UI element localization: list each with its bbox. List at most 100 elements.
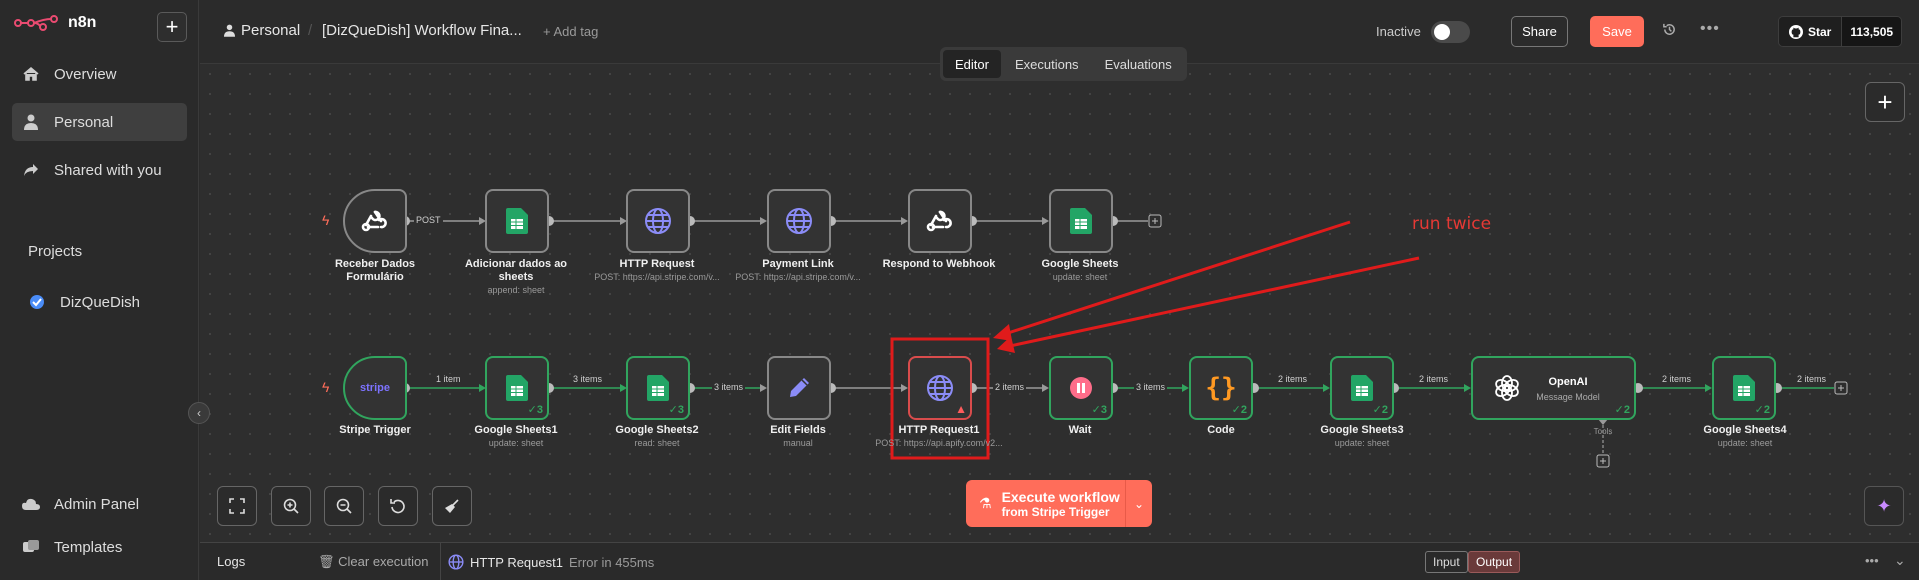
zoom-in-button[interactable] xyxy=(271,486,311,526)
node-google-sheets2[interactable]: ✓3 xyxy=(626,356,690,420)
collapse-sidebar-button[interactable]: ‹ xyxy=(188,402,210,424)
chevron-down-icon[interactable]: ⌄ xyxy=(1133,496,1145,511)
node-label: Google Sheets xyxy=(1041,258,1119,270)
node-code[interactable]: {} ✓2 xyxy=(1189,356,1253,420)
zoom-in-icon xyxy=(283,498,299,514)
success-check-icon: ✓2 xyxy=(1754,404,1770,416)
node-subtitle: POST: https://api.stripe.com/v... xyxy=(735,272,861,282)
node-receber-dados[interactable] xyxy=(343,189,407,253)
node-http-request[interactable] xyxy=(626,189,690,253)
sidebar-item-label: Shared with you xyxy=(54,161,162,179)
broom-icon xyxy=(445,499,459,513)
reset-zoom-button[interactable] xyxy=(378,486,418,526)
output-tab[interactable]: Output xyxy=(1468,551,1521,573)
n8n-logo-icon xyxy=(14,15,58,31)
clear-execution-button[interactable]: 🗑 Clear execution xyxy=(318,554,428,570)
edge-label: 2 items xyxy=(993,382,1027,392)
node-edit-fields[interactable] xyxy=(767,356,831,420)
tab-evaluations[interactable]: Evaluations xyxy=(1104,56,1172,72)
success-check-icon: ✓3 xyxy=(668,404,684,416)
node-label: Google Sheets3 xyxy=(1320,424,1404,436)
node-label: HTTP Request xyxy=(619,258,695,270)
warning-icon: ▲ xyxy=(955,402,967,416)
sidebar-item-admin-panel[interactable]: Admin Panel xyxy=(12,485,187,523)
node-label: Payment Link xyxy=(762,258,834,270)
project-item-dizquedish[interactable]: DizQueDish xyxy=(18,283,193,321)
google-sheets-icon xyxy=(1070,208,1092,234)
sidebar: n8n + Overview Personal Shared with you … xyxy=(0,0,199,580)
node-respond-to-webhook[interactable] xyxy=(908,189,972,253)
sidebar-item-label: Admin Panel xyxy=(54,495,140,513)
node-subtitle: Message Model xyxy=(1536,392,1600,402)
node-http-request1[interactable]: ▲ xyxy=(908,356,972,420)
tab-editor[interactable]: Editor xyxy=(943,50,1001,78)
execute-sublabel: from Stripe Trigger xyxy=(1001,504,1110,519)
node-google-sheets[interactable] xyxy=(1049,189,1113,253)
github-star-count: 113,505 xyxy=(1841,17,1902,46)
zoom-out-button[interactable] xyxy=(324,486,364,526)
more-options-icon[interactable]: ••• xyxy=(1700,20,1720,37)
node-payment-link[interactable] xyxy=(767,189,831,253)
node-subtitle: manual xyxy=(783,438,813,448)
google-sheets-icon xyxy=(1733,375,1755,401)
add-node-button[interactable]: + xyxy=(1865,82,1905,122)
breadcrumb-owner[interactable]: Personal xyxy=(224,22,300,39)
save-button[interactable]: Save xyxy=(1590,16,1644,47)
active-toggle[interactable] xyxy=(1431,21,1470,43)
tidy-up-button[interactable] xyxy=(432,486,472,526)
node-google-sheets3[interactable]: ✓2 xyxy=(1330,356,1394,420)
logs-title[interactable]: Logs xyxy=(217,554,246,569)
node-adicionar-dados[interactable] xyxy=(485,189,549,253)
webhook-icon xyxy=(926,210,952,232)
log-status: Error in 455ms xyxy=(568,554,655,570)
node-subtitle: update: sheet xyxy=(488,438,544,448)
n8n-logo[interactable]: n8n xyxy=(14,14,96,32)
node-label: Wait xyxy=(1068,424,1092,436)
logs-more-icon[interactable]: ••• xyxy=(1865,553,1879,568)
workflow-name[interactable]: [DizQueDish] Workflow Fina... xyxy=(322,22,522,39)
home-icon xyxy=(22,65,40,83)
share-button[interactable]: Share xyxy=(1511,16,1568,47)
node-subtitle: POST: https://api.stripe.com/v... xyxy=(594,272,720,282)
sidebar-item-personal[interactable]: Personal xyxy=(12,103,187,141)
node-wait[interactable]: ✓3 xyxy=(1049,356,1113,420)
globe-icon xyxy=(927,375,953,401)
workflow-canvas[interactable] xyxy=(200,64,1919,542)
history-icon[interactable] xyxy=(1662,22,1677,41)
add-tag-link[interactable]: + Add tag xyxy=(543,24,599,39)
stripe-icon: stripe xyxy=(360,382,390,394)
fit-view-button[interactable] xyxy=(217,486,257,526)
node-openai[interactable]: OpenAI Message Model ✓2 xyxy=(1471,356,1636,420)
trigger-bolt-icon: ϟ xyxy=(322,379,330,395)
sidebar-item-overview[interactable]: Overview xyxy=(12,55,187,93)
chevron-down-icon[interactable]: ⌄ xyxy=(1894,552,1906,568)
node-label: Google Sheets2 xyxy=(615,424,699,436)
sidebar-item-templates[interactable]: Templates xyxy=(12,528,187,566)
node-subtitle: POST: https://api.apify.com/v2... xyxy=(875,438,1003,448)
github-star-button[interactable]: Star 113,505 xyxy=(1778,16,1903,47)
node-subtitle: append: sheet xyxy=(487,285,545,295)
node-google-sheets4[interactable]: ✓2 xyxy=(1712,356,1776,420)
node-subtitle: update: sheet xyxy=(1334,438,1390,448)
node-google-sheets1[interactable]: ✓3 xyxy=(485,356,549,420)
execute-workflow-button[interactable]: ⚗ Execute workflow from Stripe Trigger ⌄ xyxy=(966,480,1152,527)
app-name: n8n xyxy=(68,14,97,31)
ai-assistant-button[interactable]: ✦ xyxy=(1864,486,1904,526)
edge-label: 2 items xyxy=(1276,374,1310,384)
input-tab[interactable]: Input xyxy=(1425,551,1468,573)
node-stripe-trigger[interactable]: stripe xyxy=(343,356,407,420)
header: Personal / [DizQueDish] Workflow Fina...… xyxy=(200,0,1919,64)
create-button[interactable]: + xyxy=(157,12,187,42)
globe-icon xyxy=(645,208,671,234)
node-label: Code xyxy=(1207,424,1235,436)
log-entry[interactable]: HTTP Request1 Error in 455ms xyxy=(448,554,654,570)
sidebar-item-shared[interactable]: Shared with you xyxy=(12,151,187,189)
tab-executions[interactable]: Executions xyxy=(1014,56,1079,72)
view-tabs: Editor Executions Evaluations xyxy=(940,47,1187,81)
node-label: Google Sheets1 xyxy=(474,424,558,436)
success-check-icon: ✓3 xyxy=(1091,404,1107,416)
google-sheets-icon xyxy=(506,208,528,234)
edge-label: 2 items xyxy=(1660,374,1694,384)
